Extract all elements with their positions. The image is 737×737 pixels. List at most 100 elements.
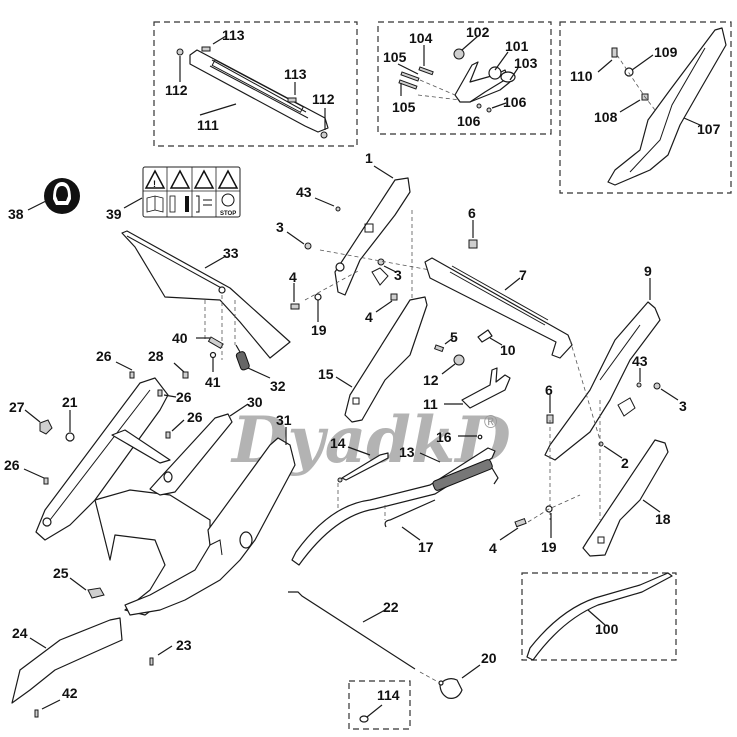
bushing-12: [453, 354, 465, 366]
callout-9: 9: [644, 263, 652, 279]
callout-25: 25: [53, 565, 69, 581]
callout-18: 18: [655, 511, 671, 527]
callout-19: 19: [541, 539, 557, 555]
screw-26c: [165, 431, 171, 439]
callout-100: 100: [595, 621, 619, 637]
callout-20: 20: [481, 650, 497, 666]
nut-106b: [486, 107, 492, 113]
screw-113a: [201, 46, 211, 52]
callout-4: 4: [365, 309, 373, 325]
callout-110: 110: [570, 68, 593, 84]
callout-104: 104: [409, 30, 433, 46]
callout-102: 102: [466, 24, 490, 40]
part-114-washer: [359, 715, 369, 723]
callout-7: 7: [519, 267, 527, 283]
callout-113: 113: [284, 66, 307, 82]
callout-114: 114: [377, 687, 400, 703]
callout-12: 12: [423, 372, 439, 388]
screw-26b: [157, 389, 163, 397]
part-31-right-arm: [124, 437, 296, 616]
callout-4: 4: [289, 269, 297, 285]
screw-26d: [43, 477, 49, 485]
callout-23: 23: [176, 637, 192, 653]
nut-112b: [320, 131, 328, 139]
screw-26a: [129, 371, 135, 379]
screw-4b: [390, 293, 398, 301]
spring-10: [477, 329, 493, 343]
part-9-right-bracket: [544, 301, 661, 461]
hand-blade-icon: [217, 169, 239, 189]
nut-27: [39, 419, 53, 435]
pin-104: [418, 66, 434, 76]
nut-106a: [476, 103, 482, 109]
callout-112: 112: [312, 91, 335, 107]
nut-43a: [335, 206, 341, 212]
callout-106: 106: [457, 113, 481, 129]
kit-box-114: [348, 680, 411, 730]
callout-105: 105: [383, 49, 407, 65]
screw-42: [34, 709, 39, 718]
part-33-cover: [121, 230, 291, 359]
callout-105: 105: [392, 99, 416, 115]
screw-5: [433, 344, 445, 353]
callout-109: 109: [654, 44, 678, 60]
callout-15: 15: [318, 366, 334, 382]
bushing-102: [453, 48, 465, 60]
callout-106: 106: [503, 94, 527, 110]
callout-33: 33: [223, 245, 239, 261]
screw-6a: [468, 239, 478, 249]
part-100-cable-rod-kit: [526, 572, 673, 661]
callout-4: 4: [489, 540, 497, 556]
part-14-cable-clip: [337, 452, 389, 483]
screw-105a: [400, 71, 420, 82]
part-7-crossbar: [424, 257, 573, 359]
callout-3: 3: [276, 219, 284, 235]
callout-22: 22: [383, 599, 399, 615]
nut-3a: [304, 242, 312, 250]
screw-28: [182, 371, 189, 379]
part-101-lever-assembly: [398, 48, 516, 113]
kit-box-111: [153, 21, 358, 147]
part-30-tube: [149, 413, 233, 496]
washer-21: [65, 432, 75, 442]
callout-30: 30: [247, 394, 263, 410]
part-17-spring: [384, 459, 499, 528]
thrown-objects-icon: [169, 169, 191, 189]
nut-3c: [653, 382, 661, 390]
callout-28: 28: [148, 348, 164, 364]
callout-6: 6: [545, 382, 553, 398]
part-22-rod: [288, 591, 416, 670]
nut-43b: [636, 382, 642, 388]
callout-13: 13: [399, 444, 415, 460]
screw-110: [611, 47, 618, 58]
screw-23: [149, 657, 154, 666]
callout-1: 1: [365, 150, 373, 166]
part-111-rail: [176, 46, 329, 139]
callout-26: 26: [96, 348, 112, 364]
callout-31: 31: [276, 412, 292, 428]
callout-43: 43: [632, 353, 648, 369]
svg-text:!: !: [153, 179, 156, 189]
part-15-side-plate: [344, 296, 428, 423]
callout-38: 38: [8, 206, 24, 222]
part-32-spring: [235, 344, 250, 371]
part-1-left-bracket: [334, 177, 411, 296]
part-107-side-bracket: [607, 27, 727, 186]
callout-5: 5: [450, 329, 458, 345]
callout-2: 2: [621, 455, 629, 471]
callout-26: 26: [176, 389, 192, 405]
part-20-knob: [438, 678, 463, 699]
blade-hazard-icon: [193, 169, 215, 189]
washer-109: [624, 67, 634, 77]
callout-11: 11: [423, 396, 438, 412]
callout-3: 3: [394, 267, 402, 283]
callout-3: 3: [679, 398, 687, 414]
part-16-clip: [477, 434, 483, 440]
callout-112: 112: [165, 82, 188, 98]
part-40-pin: [207, 336, 224, 350]
nut-112a: [176, 48, 184, 56]
callout-43: 43: [296, 184, 312, 200]
part-24-grip-cover: [11, 617, 123, 704]
stop-blade-icon: [221, 193, 235, 207]
part-handle-left: [35, 377, 171, 541]
